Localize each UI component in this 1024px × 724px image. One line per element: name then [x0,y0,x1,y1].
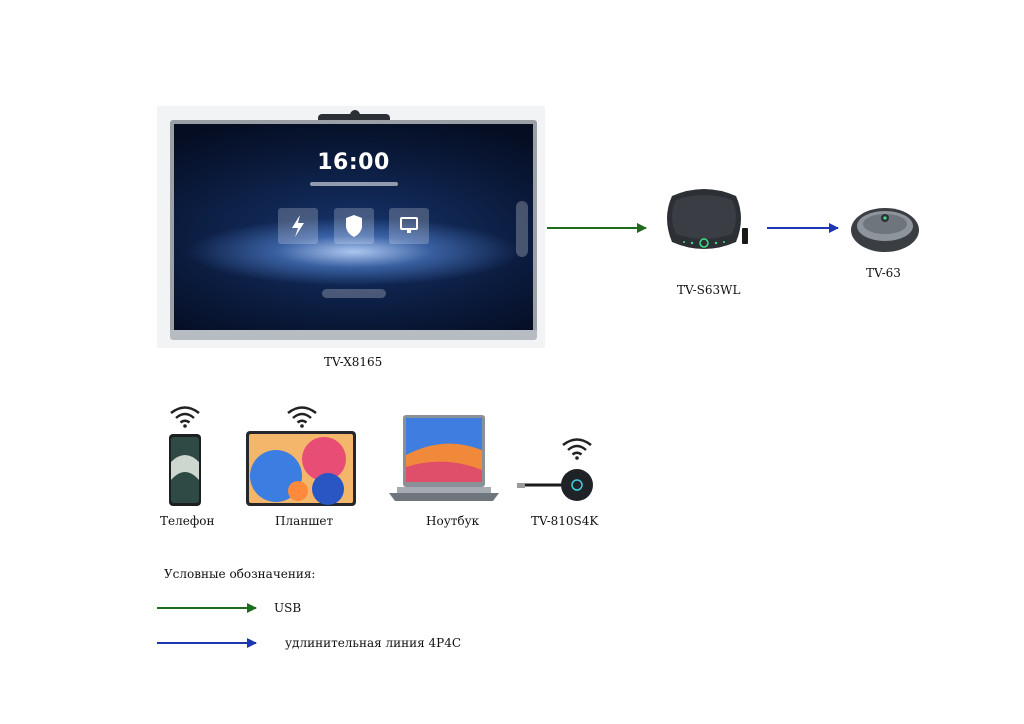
panel-screen-tile [334,208,374,244]
panel-screen-tile [389,208,429,244]
speakerphone-label: TV-S63WL [677,283,741,297]
panel-screen-date [310,182,398,186]
speakerphone-image [667,189,748,249]
tablet-label: Планшет [275,514,334,528]
panel-camera-bar [318,114,390,122]
expansion-mic-image [851,208,919,252]
panel-screen-time: 16:00 [317,150,390,175]
screen-icon [400,217,418,233]
phone-image [169,434,201,506]
laptop-label: Ноутбук [426,514,480,528]
wifi-icon [170,406,200,428]
laptop-image [389,415,499,501]
wifi-icon [287,406,317,428]
panel-chin [170,330,537,340]
dongle-label: TV-810S4K [531,514,599,528]
legend-title: Условные обозначения: [164,567,316,581]
legend-extension-label: удлинительная линия 4P4C [285,636,462,650]
dongle-image [517,469,593,501]
panel-camera-lens [350,110,360,116]
lightning-icon [292,215,304,237]
panel-screen-tile [278,208,318,244]
panel-label: TV-X8165 [324,355,383,369]
panel-screen-sidebar [516,201,528,257]
legend-usb-label: USB [274,601,302,615]
shield-icon [346,215,362,237]
panel-screen-pill [322,289,386,298]
tablet-image [246,431,356,506]
phone-label: Телефон [160,514,215,528]
wifi-icon [562,438,592,460]
expansion-mic-label: TV-63 [866,266,901,280]
